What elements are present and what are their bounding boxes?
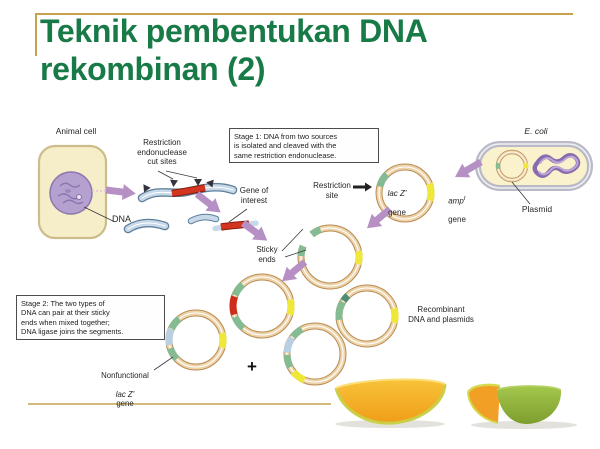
label-dna: DNA bbox=[112, 214, 132, 224]
animal-cell-shape bbox=[37, 144, 108, 240]
plasmid-lacz-amp bbox=[375, 163, 435, 223]
title-accent-bracket bbox=[35, 13, 573, 56]
amp-gene-name: amp bbox=[448, 196, 464, 206]
label-amp-gene: ampr gene bbox=[438, 185, 476, 225]
label-animal-cell: Animal cell bbox=[55, 126, 97, 136]
plus-sign: + bbox=[247, 357, 257, 376]
arrow-cell-to-dna bbox=[105, 182, 137, 202]
fruit-photo bbox=[334, 378, 577, 429]
amp-gene-word: gene bbox=[448, 215, 466, 225]
nonfunctional-word: Nonfunctional bbox=[101, 371, 149, 381]
lacz-gene-word: gene bbox=[388, 207, 406, 217]
plasmid-nonfunctional-lacz bbox=[165, 309, 227, 371]
pointer-lines bbox=[83, 170, 531, 371]
amp-gene-sup: r bbox=[463, 195, 466, 202]
plasmid-religated bbox=[335, 284, 399, 348]
label-nonfunctional-lacz: Nonfunctional lac Z' gene bbox=[83, 362, 167, 408]
lacz-gene-name: lac Z' bbox=[387, 188, 407, 198]
restriction-site-arrow bbox=[353, 182, 372, 192]
label-lacz-gene: lac Z' gene bbox=[376, 179, 418, 217]
stage2-box: Stage 2: The two types of DNA can pair a… bbox=[16, 295, 165, 340]
ecoli-capsule-shape bbox=[475, 141, 593, 191]
plasmid-recombinant-insert bbox=[229, 273, 295, 339]
slide-title: Teknik pembentukan DNA rekombinan (2) bbox=[40, 13, 428, 87]
label-sticky-ends: Sticky ends bbox=[256, 245, 278, 264]
ecoli-plasmid-ring bbox=[495, 149, 529, 183]
label-restriction-site: Restriction site bbox=[313, 181, 351, 200]
nonfunctional-gene-name: lac Z' bbox=[115, 389, 135, 399]
nonfunctional-gene-word: gene bbox=[116, 398, 134, 408]
label-restriction-cut-sites: Restriction endonuclease cut sites bbox=[137, 138, 187, 167]
label-plasmid: Plasmid bbox=[521, 204, 553, 214]
stage1-box: Stage 1: DNA from two sources is isolate… bbox=[229, 128, 379, 164]
melon-slice bbox=[334, 378, 447, 425]
dna-strand bbox=[137, 182, 238, 203]
orange-slice bbox=[467, 383, 501, 424]
open-plasmid-sticky-ends bbox=[297, 224, 363, 290]
plasmid-with-animal-dna bbox=[283, 322, 347, 386]
label-ecoli: E. coli bbox=[524, 126, 548, 136]
label-gene-of-interest: Gene of interest bbox=[239, 186, 269, 205]
ecoli-chromosome bbox=[532, 153, 581, 178]
green-apple-half bbox=[496, 385, 562, 424]
label-recombinant: Recombinant DNA and plasmids bbox=[408, 305, 474, 324]
